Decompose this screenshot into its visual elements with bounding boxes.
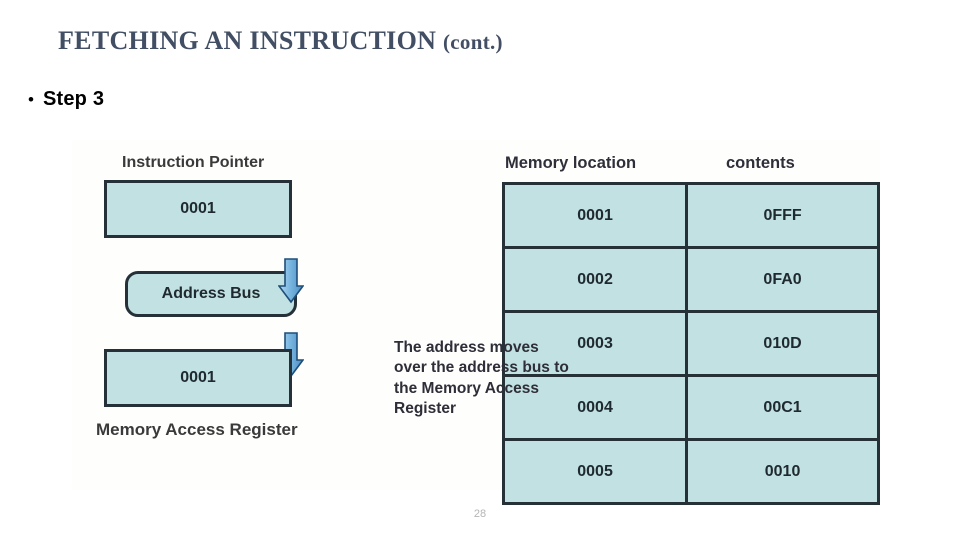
memory-location-cell: 0002 — [501, 246, 689, 313]
memory-contents-header: contents — [726, 154, 795, 172]
memory-access-register-box: 0001 — [104, 349, 292, 407]
bullet-item-step3: • Step 3 — [28, 88, 104, 111]
memory-table: 0001 0FFF 0002 0FA0 0003 010D 0004 00C1 … — [501, 182, 880, 505]
table-row: 0003 010D — [501, 310, 880, 377]
table-row: 0005 0010 — [501, 438, 880, 505]
memory-contents-cell: 0010 — [685, 438, 880, 505]
page-title-continuation: (cont.) — [443, 30, 503, 54]
memory-location-cell: 0004 — [501, 374, 689, 441]
instruction-pointer-label: Instruction Pointer — [122, 154, 265, 171]
page-title: FETCHING AN INSTRUCTION (cont.) — [58, 26, 503, 56]
diagram-note-text: The address moves over the address bus t… — [394, 339, 569, 418]
memory-location-cell: 0001 — [501, 182, 689, 249]
memory-location-cell: 0005 — [501, 438, 689, 505]
slide-number: 28 — [473, 508, 487, 520]
bullet-dot-icon: • — [28, 90, 34, 109]
page-title-main: FETCHING AN INSTRUCTION — [58, 26, 443, 55]
memory-location-cell: 0003 — [501, 310, 689, 377]
address-bus-box: Address Bus — [125, 271, 297, 317]
table-row: 0002 0FA0 — [501, 246, 880, 313]
memory-contents-cell: 0FFF — [685, 182, 880, 249]
memory-location-header: Memory location — [505, 154, 637, 172]
fetch-instruction-diagram: Instruction Pointer 0001 Address Bus — [72, 140, 880, 505]
bullet-label: Step 3 — [42, 88, 105, 110]
memory-contents-cell: 0FA0 — [685, 246, 880, 313]
instruction-pointer-box: 0001 — [104, 180, 292, 238]
down-arrow-upper-icon — [277, 258, 305, 304]
memory-contents-cell: 010D — [685, 310, 880, 377]
memory-access-register-label: Memory Access Register — [96, 420, 298, 439]
table-row: 0001 0FFF — [501, 182, 880, 249]
memory-contents-cell: 00C1 — [685, 374, 880, 441]
table-row: 0004 00C1 — [501, 374, 880, 441]
memory-table-body: 0001 0FFF 0002 0FA0 0003 010D 0004 00C1 … — [501, 182, 880, 505]
